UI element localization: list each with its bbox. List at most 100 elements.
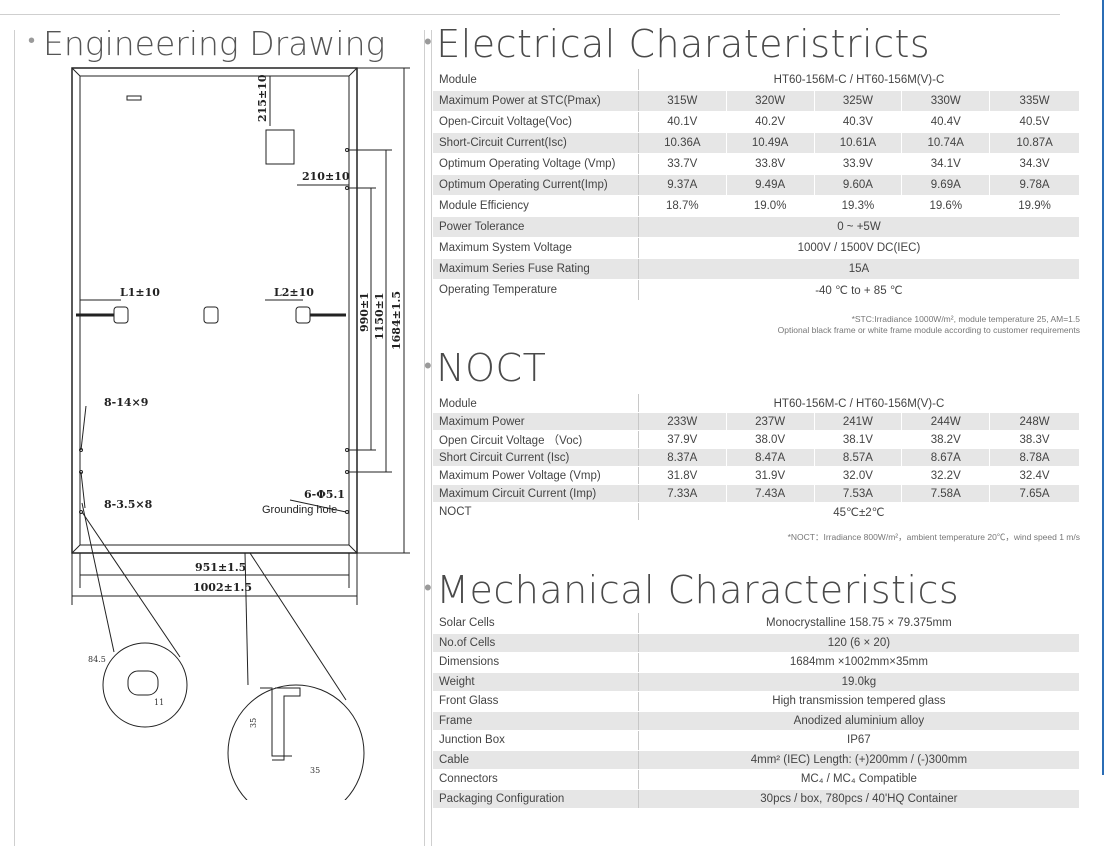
module-value: HT60-156M-C / HT60-156M(V)-C — [637, 394, 1081, 413]
cell-value: 9.49A — [725, 174, 815, 196]
cell-value: -40 ℃ to + 85 ℃ — [637, 279, 1081, 301]
row-label: No.of Cells — [432, 632, 639, 653]
noct-note: *NOCT：Irradiance 800W/m²，ambient tempera… — [787, 532, 1080, 542]
cell-value: 8.57A — [813, 448, 903, 467]
cell-value: 38.0V — [725, 430, 815, 449]
cell-value: 9.60A — [813, 174, 903, 196]
cell-value: 19.0% — [725, 195, 815, 217]
row-label: Maximum Power at STC(Pmax) — [432, 90, 639, 112]
cell-value: 9.78A — [989, 174, 1080, 196]
cell-value: 10.36A — [637, 132, 727, 154]
cell-value: 10.61A — [813, 132, 903, 154]
cell-value: 34.3V — [989, 153, 1080, 175]
row-label: Maximum Power — [432, 412, 639, 431]
dim-210: 210±10 — [302, 170, 350, 183]
engineering-drawing: 215±10 210±10 L1±10 L2±10 990±1 1150±1 1… — [71, 67, 410, 800]
cell-value: 34.1V — [901, 153, 991, 175]
row-label: Junction Box — [432, 730, 639, 751]
cell-value: 32.2V — [901, 466, 991, 485]
cell-value: 237W — [725, 412, 815, 431]
cell-value: Monocrystalline 158.75 × 79.375mm — [637, 613, 1081, 634]
row-label: Optimum Operating Voltage (Vmp) — [432, 153, 639, 175]
row-label: Maximum Series Fuse Rating — [432, 258, 639, 280]
cell-value: High transmission tempered glass — [637, 691, 1081, 712]
cell-value: 320W — [725, 90, 815, 112]
cell-value: 9.69A — [901, 174, 991, 196]
cell-value: 33.7V — [637, 153, 727, 175]
engineering-title: •Engineering Drawing — [28, 24, 386, 63]
row-label: Connectors — [432, 769, 639, 790]
left-edge — [14, 30, 15, 846]
row-label: Maximum System Voltage — [432, 237, 639, 259]
table-row: Operating Temperature-40 ℃ to + 85 ℃ — [432, 279, 1081, 301]
top-rule — [0, 14, 1060, 15]
cell-value: 40.4V — [901, 111, 991, 133]
cell-value: 19.9% — [989, 195, 1080, 217]
row-label: Module Efficiency — [432, 195, 639, 217]
cell-value: 1684mm ×1002mm×35mm — [637, 652, 1081, 673]
cell-value: 31.9V — [725, 466, 815, 485]
row-label: Solar Cells — [432, 613, 639, 634]
cell-value: 33.9V — [813, 153, 903, 175]
hole-8-35x8: 8-3.5×8 — [104, 498, 153, 511]
dim-35-vertical: 35 — [249, 718, 258, 728]
dim-1150: 1150±1 — [373, 293, 386, 341]
hole-6-51: 6-Φ5.1 — [304, 488, 345, 501]
cell-value: 19.6% — [901, 195, 991, 217]
cell-value: Anodized aluminium alloy — [637, 710, 1081, 731]
cell-value: 8.67A — [901, 448, 991, 467]
row-label: Maximum Power Voltage (Vmp) — [432, 466, 639, 485]
mechanical-title: •Mechanical Characteristics — [424, 568, 960, 612]
cell-value: 40.2V — [725, 111, 815, 133]
cell-value: 244W — [901, 412, 991, 431]
row-label: Power Tolerance — [432, 216, 639, 238]
row-label: Optimum Operating Current(Imp) — [432, 174, 639, 196]
cell-value: IP67 — [637, 730, 1081, 751]
dim-1002: 1002±1.5 — [193, 581, 252, 594]
dim-990: 990±1 — [358, 292, 371, 332]
cell-value: 32.4V — [989, 466, 1080, 485]
row-label: Frame — [432, 710, 639, 731]
row-label: Open Circuit Voltage （Voc) — [432, 430, 639, 449]
row-label: Packaging Configuration — [432, 788, 639, 809]
row-label: NOCT — [432, 502, 639, 521]
dim-11: 11 — [154, 698, 164, 707]
dim-1684: 1684±1.5 — [390, 291, 403, 350]
electrical-title: •Electrical Charateristricts — [424, 22, 931, 66]
grounding-hole-label: Grounding hole — [262, 504, 337, 516]
cell-value: 37.9V — [637, 430, 727, 449]
cell-value: 40.1V — [637, 111, 727, 133]
cell-value: 38.1V — [813, 430, 903, 449]
row-label: Module — [432, 394, 639, 413]
cell-value: 7.58A — [901, 484, 991, 503]
cell-value: 45℃±2℃ — [637, 502, 1081, 521]
cell-value: 38.2V — [901, 430, 991, 449]
cell-value: 325W — [813, 90, 903, 112]
cell-value: 30pcs / box, 780pcs / 40'HQ Container — [637, 788, 1081, 809]
cell-value: 8.78A — [989, 448, 1080, 467]
cell-value: 19.0kg — [637, 671, 1081, 692]
cell-value: MC₄ / MC₄ Compatible — [637, 769, 1081, 790]
